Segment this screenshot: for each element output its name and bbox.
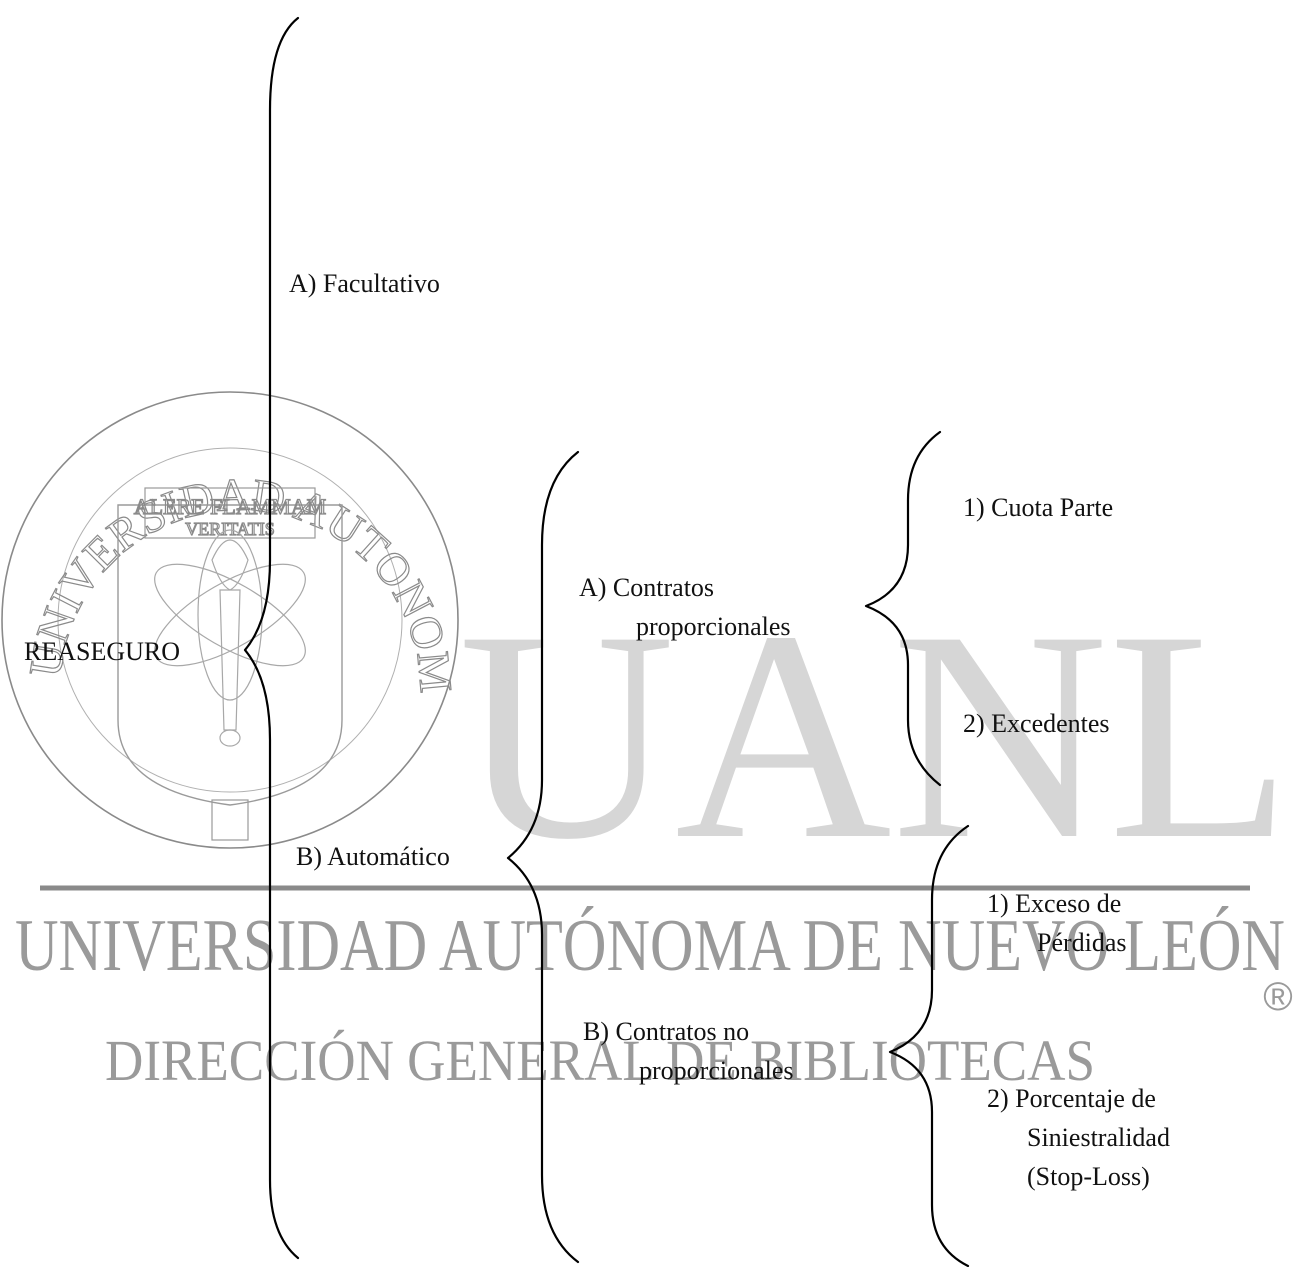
node-automatico: B) Automático [296, 842, 450, 871]
uanl-big-letters: UANL [458, 569, 1291, 901]
node-exceso-de-perdidas: 1) Exceso de Pérdidas [987, 884, 1127, 962]
seal-motto-line2: VERITATIS [185, 519, 275, 539]
seal-motto-line1: ALERE FLAMMAM [134, 494, 327, 519]
node-porcentaje-line3: (Stop-Loss) [1027, 1162, 1150, 1191]
brace-no-proporcionales [888, 824, 970, 1267]
node-contratos-no-proporcionales: B) Contratos no proporcionales [583, 1012, 794, 1090]
node-contratos-proporcionales-line2: proporcionales [636, 612, 791, 641]
brace-reaseguro [243, 16, 300, 1260]
node-facultativo: A) Facultativo [289, 269, 440, 298]
node-exceso-line1: 1) Exceso de [987, 889, 1122, 918]
node-contratos-no-proporcionales-line2: proporcionales [639, 1056, 794, 1085]
node-porcentaje-line2: Siniestralidad [1027, 1123, 1170, 1152]
node-contratos-no-proporcionales-line1: B) Contratos no [583, 1017, 750, 1046]
brace-proporcionales [864, 430, 942, 787]
node-cuota-parte: 1) Cuota Parte [963, 493, 1114, 522]
node-contratos-proporcionales-line1: A) Contratos [579, 573, 715, 602]
university-name-watermark: UNIVERSIDAD AUTÓNOMA DE NUEVO LEÓN [15, 905, 1285, 987]
node-excedentes: 2) Excedentes [963, 709, 1110, 738]
brace-automatico [506, 450, 580, 1264]
node-exceso-line2: Pérdidas [1037, 928, 1127, 957]
node-reaseguro: REASEGURO [24, 637, 181, 666]
node-porcentaje-line1: 2) Porcentaje de [987, 1084, 1156, 1113]
node-porcentaje-siniestralidad: 2) Porcentaje de Siniestralidad (Stop-Lo… [987, 1079, 1170, 1196]
node-contratos-proporcionales: A) Contratos proporcionales [579, 568, 791, 646]
registered-mark-icon: ® [1263, 975, 1292, 1019]
